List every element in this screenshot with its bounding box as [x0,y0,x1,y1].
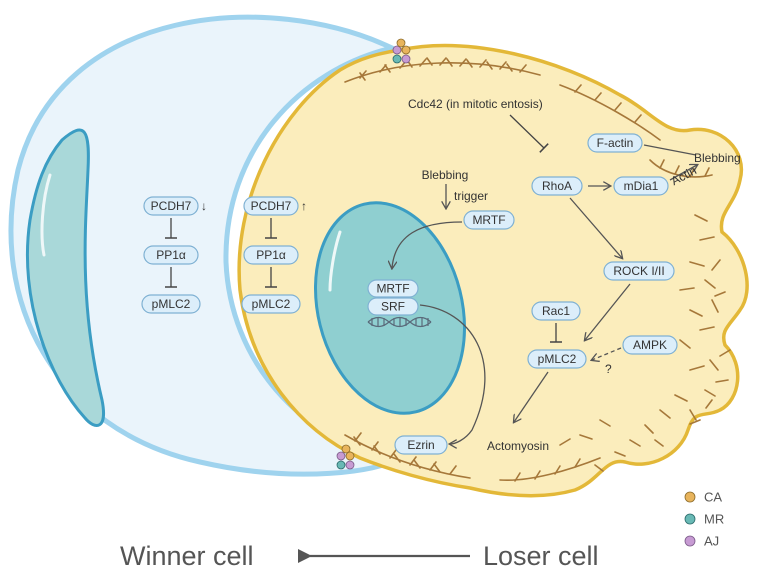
winner-nucleus [25,128,105,427]
rhoa-label: RhoA [542,179,572,193]
winner-nucleus-highlight [40,173,52,257]
loser-nucleus-highlight [328,230,342,292]
mrtf-nuclear-import-arrow [392,221,463,268]
nucleus-srf-pill: SRF [367,297,419,316]
legend-swatch-aj [684,535,696,547]
winner-pp1a-label: PP1α [156,248,186,262]
loser-pp1a-pill: PP1α [243,245,299,265]
blebbing-trigger-label: Blebbing [422,168,469,182]
legend-item-aj: AJ [684,534,719,549]
ampk-to-pmlc2-arrow [592,347,622,360]
loser-pcdh7-label: PCDH7 [251,199,292,213]
loser-pmlc2-pill: pMLC2 [241,294,301,314]
nucleus-mrtf-pill: MRTF [367,279,419,298]
winner-pcdh7-pill: PCDH7 [143,196,199,216]
srf-to-ezrin-arrow [419,304,486,444]
ampk-pill: AMPK [622,335,678,355]
legend-swatch-mr [684,513,696,525]
legend-label-aj: AJ [704,534,719,549]
rock-label: ROCK I/II [613,264,664,278]
factin-pill: F-actin [587,133,643,153]
rock-to-pmlc2-arrow [585,283,631,340]
ezrin-label: Ezrin [407,438,434,452]
loser-pcdh7-up-arrow-icon: ↑ [301,199,307,213]
legend-item-ca: CA [684,490,722,505]
legend-label-mr: MR [704,512,724,527]
mdia1-to-actin-arrow [669,165,697,181]
rac1-label: Rac1 [542,304,570,318]
trigger-label: trigger [454,189,488,203]
factin-label: F-actin [597,136,634,150]
loser-pp1a-label: PP1α [256,248,286,262]
pmlc2-center-pill: pMLC2 [527,349,587,369]
actin-fiber-icon [344,57,731,482]
loser-cell-label: Loser cell [483,541,599,571]
factin-connector [643,144,697,156]
ezrin-pill: Ezrin [394,435,448,455]
rac1-pill: Rac1 [531,301,581,321]
pmlc2-to-actomyosin-arrow [514,371,549,422]
rhoa-pill: RhoA [531,176,583,196]
dna-icon [367,316,432,328]
cdc42-inhibits-rhoa [509,114,549,153]
mdia1-label: mDia1 [624,179,659,193]
ampk-question-mark: ? [605,362,612,376]
rock-pill: ROCK I/II [603,261,675,281]
mrtf-label: MRTF [472,213,505,227]
winner-pmlc2-pill: pMLC2 [141,294,201,314]
ampk-label: AMPK [633,338,667,352]
legend-label-ca: CA [704,490,722,505]
actomyosin-label: Actomyosin [487,439,549,453]
mdia1-pill: mDia1 [613,176,669,196]
winner-pmlc2-label: pMLC2 [152,297,191,311]
winner-cell [8,14,402,477]
legend-item-mr: MR [684,512,724,527]
mrtf-pill: MRTF [463,210,515,230]
winner-pcdh7-down-arrow-icon: ↓ [201,199,207,213]
loser-pmlc2-label: pMLC2 [252,297,291,311]
blebbing-right-label: Blebbing [694,151,741,165]
adherens-junction-cluster-icon [336,38,411,470]
loser-pcdh7-pill: PCDH7 [243,196,299,216]
nucleus-srf-label: SRF [381,300,405,314]
pmlc2-center-label: pMLC2 [538,352,577,366]
rhoa-to-rock-arrow [569,197,622,258]
winner-pp1a-pill: PP1α [143,245,199,265]
legend-swatch-ca [684,491,696,503]
nucleus-mrtf-label: MRTF [376,282,409,296]
winner-cell-label: Winner cell [120,541,254,571]
winner-pcdh7-label: PCDH7 [151,199,192,213]
cdc42-label: Cdc42 (in mitotic entosis) [408,97,543,111]
legend: CA MR AJ [684,490,724,549]
